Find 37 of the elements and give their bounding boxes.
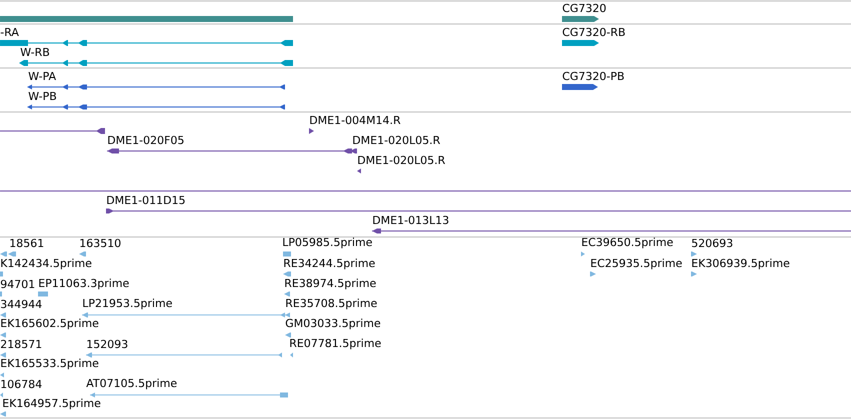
feature-label: DME1-004M14.R [310,116,400,124]
feature-label: 218571 [1,340,42,348]
feature-label: CG7320-RB [562,28,625,36]
feature-label: W-RB [20,48,50,56]
feature-label: RE38974.5prime [285,278,376,290]
feature-label: DME1-020L05.R [353,136,440,144]
feature-label: CG7320-PB [562,72,624,80]
feature-label: EK164957.5prime [3,398,100,410]
feature-label: 18561 [10,238,44,248]
feature-label: 106784 [1,380,42,388]
feature-label: 94701 [0,280,34,288]
feature-label: W-PA [28,72,56,80]
feature-label: EC39650.5prime [582,238,673,248]
feature-label: 152093 [87,340,128,348]
feature-label: RE34244.5prime [284,258,375,270]
feature-label: EK165602.5prime [1,318,98,330]
feature-label: K142434.5prime [1,258,92,270]
feature-label: DME1-020F05 [108,136,184,144]
feature-label: DME1-013L13 [373,216,448,224]
feature-label: LP21953.5prime [83,298,172,310]
feature-label: EK306939.5prime [692,258,790,270]
feature-label: W-PB [28,92,56,100]
feature-label: AT07105.5prime [86,378,177,390]
feature-label: DME1-011D15 [107,196,185,204]
feature-label: GM03033.5prime [286,318,380,330]
feature-label: RE35708.5prime [286,298,377,310]
feature-label: -RA [0,28,19,36]
feature-label: EC25935.5prime [591,258,682,270]
feature-label: 520693 [692,238,732,248]
feature-label: DME1-020L05.R [358,156,446,164]
feature-label: 344944 [1,300,42,308]
feature-label: CG7320 [562,4,606,12]
feature-label: EP11063.3prime [39,278,129,290]
feature-label: EK165533.5prime [1,358,98,370]
feature-label: 163510 [80,238,120,248]
feature-label: LP05985.5prime [283,238,372,248]
feature-label: RE07781.5prime [290,338,381,350]
